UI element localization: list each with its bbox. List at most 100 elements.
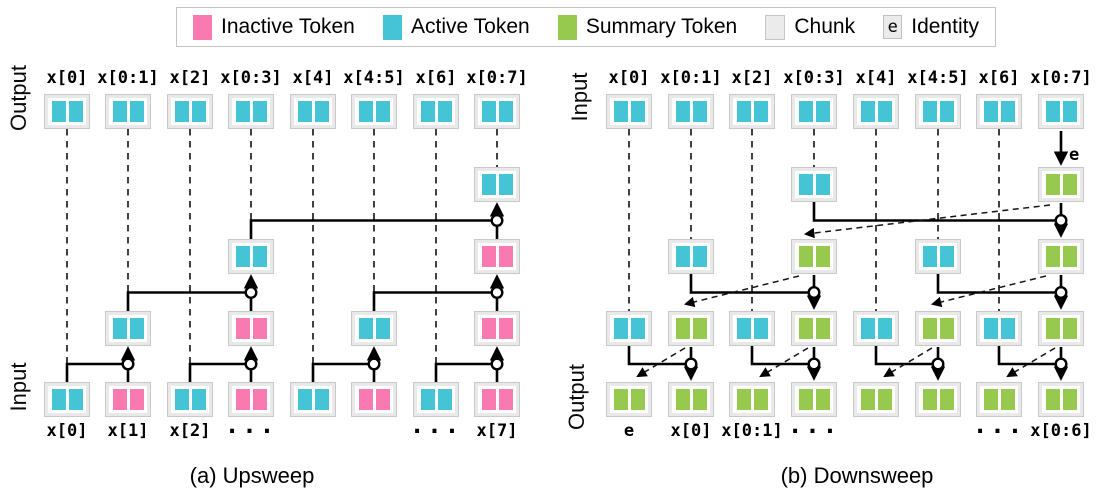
chunk-summary [668,311,714,346]
bottom-label: ··· [224,417,278,445]
active-token [174,389,189,410]
active-token [68,389,83,410]
active-token [613,318,628,339]
active-token [252,101,267,122]
active-token [692,101,707,122]
inactive-token [129,389,144,410]
active-token [692,246,707,267]
legend-label: Summary Token [585,15,738,38]
active-token [375,101,390,122]
legend-label: Active Token [411,15,530,38]
caption-upsweep: (a) Upsweep [189,463,315,488]
upsweep-connectors [65,202,505,383]
active-token [297,101,312,122]
chunk-active [668,239,714,274]
active-token [939,101,954,122]
inactive-token [235,318,250,339]
active-token [1062,101,1077,122]
top-label: x[0:1] [97,68,159,88]
active-token [922,101,937,122]
top-label: x[2] [169,68,211,88]
active-token [191,389,206,410]
chunk-inactive [474,239,520,274]
chunk-active [668,94,714,129]
active-token [191,101,206,122]
chunk-active [474,94,520,129]
chunk-active [290,94,336,129]
chunk-inactive [228,382,274,417]
legend-item-identity: e Identity [883,15,979,39]
chunk-active [606,311,652,346]
bottom-label: x[0:6] [1030,421,1092,441]
summary-token [675,389,690,410]
active-token [129,318,144,339]
active-token [860,101,875,122]
active-token [753,318,768,339]
summary-token [613,389,628,410]
active-token [51,389,66,410]
summary-token [692,389,707,410]
active-token [798,174,813,195]
chunk-active [915,94,961,129]
top-label: x[6] [978,68,1020,88]
active-token [129,101,144,122]
chunk-active [351,94,397,129]
caption-downsweep: (b) Downsweep [780,463,934,488]
active-token [174,101,189,122]
active-token [481,174,496,195]
chunk-active [413,382,459,417]
chunk-active [976,94,1022,129]
chunk-active [44,94,90,129]
chunk-summary [668,382,714,417]
active-token [815,174,830,195]
chunk-active [105,94,151,129]
operator-circles [121,213,1068,371]
bottom-label: x[0] [670,421,712,441]
active-token [736,318,751,339]
top-label: x[4] [292,68,334,88]
top-label: x[0:3] [220,68,282,88]
summary-token [1062,174,1077,195]
active-token [815,101,830,122]
chunk-active [290,382,336,417]
summary-token [877,389,892,410]
inactive-token [498,389,513,410]
chunk-summary [791,239,837,274]
active-token [498,174,513,195]
chunk-summary [915,382,961,417]
chunk-inactive [351,382,397,417]
legend-item-summary-token: Summary Token [557,14,738,40]
chunk-active [853,94,899,129]
identity-dashed-lines [66,129,1000,383]
chunk-summary [729,382,775,417]
chunk-active [413,94,459,129]
inactive-token [481,318,496,339]
bottom-label: x[1] [107,421,149,441]
top-label: x[0:7] [1030,68,1092,88]
chunk-summary [853,382,899,417]
active-token [437,101,452,122]
active-token [314,101,329,122]
chunk-active [44,382,90,417]
inactive-token [252,318,267,339]
chunk-inactive [474,311,520,346]
summary-token [1045,318,1060,339]
active-token [112,101,127,122]
chunk-active [167,382,213,417]
active-token [630,318,645,339]
bottom-label: x[0] [46,421,88,441]
chunk-summary [791,382,837,417]
chunk-active [729,311,775,346]
chunk-active [606,94,652,129]
active-token [877,318,892,339]
active-token [736,101,751,122]
summary-token [939,389,954,410]
summary-token [675,318,690,339]
summary-token [922,389,937,410]
chunk-active [474,167,520,202]
downsweep-dashed-copy-arrows [636,204,1056,378]
axis-label-upsweep-output: Output [6,64,31,132]
legend-item-chunk: Chunk [765,14,855,40]
chunk-inactive [474,382,520,417]
